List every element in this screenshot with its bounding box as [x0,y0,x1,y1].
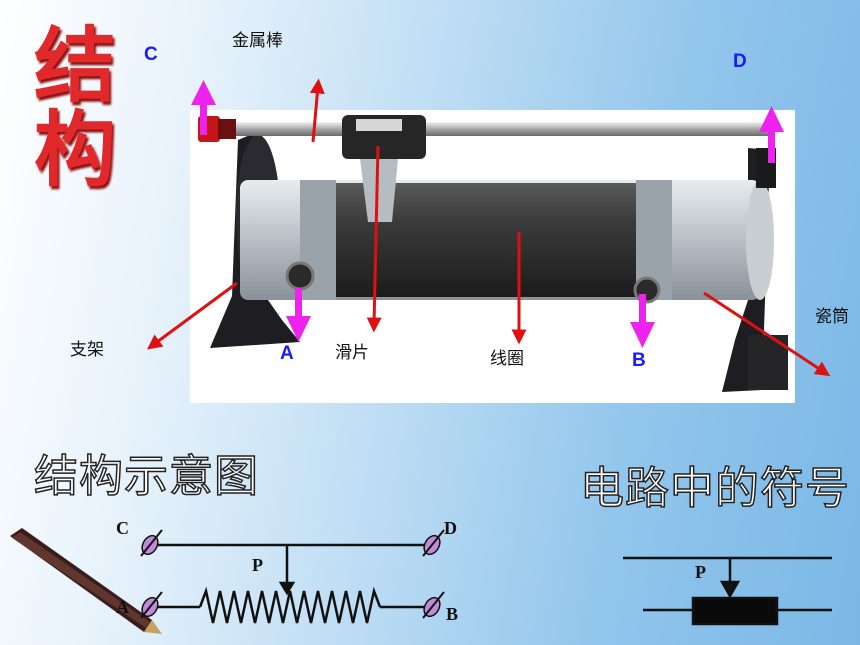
slide-title: 结构 [34,18,117,198]
terminal-label-d: D [733,51,747,72]
label-metal-rod: 金属棒 [232,31,283,51]
slider-body [342,115,426,222]
symbol-title: 电路中的符号 [579,462,850,515]
symbol-label-p: P [695,562,706,582]
terminal-label-a: A [280,343,294,364]
metal-rod [230,122,775,136]
schematic-label-d: D [444,518,457,538]
schematic-label-p: P [252,555,263,575]
diagram-title: 结构示意图 [33,450,259,503]
label-coil: 线圈 [490,349,524,369]
label-support: 支架 [70,340,104,360]
label-porcelain-tube: 瓷筒 [815,307,849,327]
terminal-arrows [191,80,784,348]
pen-decoration [10,528,162,634]
structure-schematic [150,543,432,624]
rheostat-symbol [623,556,832,626]
pointer-arrows [146,78,831,377]
schematic-label-b: B [446,604,459,624]
label-slider: 滑片 [335,343,369,363]
terminal-label-c: C [144,44,158,65]
schematic-label-c: C [116,518,129,538]
schematic-label-a: A [116,597,129,617]
terminal-label-b: B [632,350,646,371]
